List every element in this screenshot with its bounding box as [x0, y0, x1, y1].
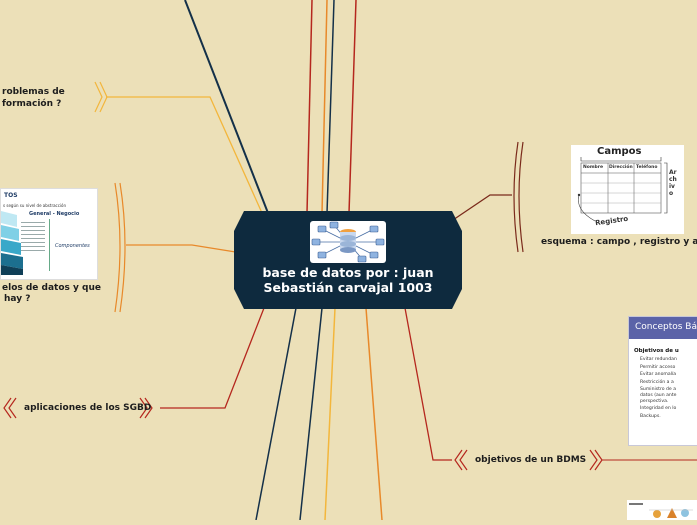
connector-red-top-right	[348, 0, 357, 214]
bottom-thumbnail-graphic	[629, 503, 693, 518]
bracket-aplicaciones-right	[139, 397, 153, 419]
thumbnail-modelos-title: TOS	[4, 192, 18, 199]
conceptos-item: Evitar anomalía	[640, 372, 677, 378]
conceptos-heading: Objetivos de u	[634, 348, 679, 354]
connector-orange-bottom-right	[365, 307, 383, 520]
campos-side-label: Archivo	[669, 169, 677, 197]
conceptos-header-bar	[629, 317, 697, 339]
topic-modelos[interactable]: elos de datos y que hay ?	[2, 283, 101, 305]
connector-navy-bottom-left	[255, 307, 297, 520]
campos-title: Campos	[597, 146, 642, 157]
connector-navy-bottom	[299, 307, 323, 520]
campos-col-2: Dirección	[609, 165, 633, 170]
conceptos-item: datos (aun ante	[640, 392, 677, 398]
connector-orange-bottom	[324, 307, 336, 520]
campos-diagram	[577, 157, 668, 222]
bracket-esquema	[513, 141, 524, 253]
topic-modelos-line-1: elos de datos y que	[2, 283, 101, 293]
layers-graphic	[1, 211, 23, 275]
central-topic[interactable]: base de datos por : juan Sebastián carva…	[234, 211, 462, 309]
connector-navy-top-left	[184, 0, 269, 214]
campos-col-3: Teléfono	[636, 165, 658, 170]
bracket-modelos	[114, 182, 126, 313]
connector-aplicaciones	[160, 307, 265, 409]
central-title-line-2: Sebastián carvajal 1003	[263, 280, 433, 295]
conceptos-item: perspectiva.	[640, 398, 669, 404]
topic-esquema[interactable]: esquema : campo , registro y arch	[541, 237, 697, 247]
connector-modelos	[126, 244, 249, 255]
topic-modelos-line-2: hay ?	[4, 294, 31, 304]
thumbnail-modelos-subtitle: s según su nivel de abstracción	[3, 203, 67, 208]
topic-problemas[interactable]: roblemas de formación ?	[2, 86, 65, 110]
thumbnail-modelos-list	[21, 219, 45, 271]
conceptos-item: Restricción a a	[640, 379, 674, 385]
thumbnail-bottom-right[interactable]	[627, 500, 697, 520]
conceptos-item: Integridad en lo	[640, 406, 677, 412]
bracket-objetivos-right	[589, 449, 603, 471]
conceptos-item: Evitar redundan	[640, 357, 677, 362]
connector-orange-top	[321, 0, 328, 214]
topic-esquema-label: esquema : campo , registro y arch	[541, 237, 697, 247]
central-topic-title: base de datos por : juan Sebastián carva…	[234, 265, 462, 295]
conceptos-item: Backups.	[640, 413, 661, 419]
topic-problemas-line-2: formación ?	[2, 99, 62, 109]
topic-problemas-line-1: roblemas de	[2, 87, 65, 97]
campos-col-1: Nombre	[583, 165, 604, 170]
topic-objetivos[interactable]: objetivos de un BDMS	[475, 455, 586, 465]
topic-aplicaciones[interactable]: aplicaciones de los SGBD	[24, 403, 151, 413]
topic-objetivos-label: objetivos de un BDMS	[475, 455, 587, 465]
thumbnail-campos[interactable]: Campos Nombre Dirección Teléfono Archivo…	[571, 145, 684, 234]
connector-navy-top	[326, 0, 335, 214]
thumbnail-modelos-divider	[49, 219, 50, 271]
thumbnail-modelos-box-title: General - Negocio	[29, 211, 80, 217]
thumbnail-conceptos[interactable]: Conceptos Bá Objetivos de u Evitar redun…	[628, 316, 697, 446]
bracket-problemas	[94, 81, 108, 113]
central-title-line-1: base de datos por : juan	[262, 265, 434, 280]
bracket-objetivos-left	[454, 449, 468, 471]
connector-objetivos	[404, 307, 452, 461]
connector-esquema	[449, 194, 512, 223]
database-network-icon	[310, 221, 386, 263]
connector-problemas	[106, 96, 263, 214]
topic-aplicaciones-label: aplicaciones de los SGBD	[24, 403, 152, 413]
conceptos-item: Permitir acceso	[640, 364, 676, 370]
conceptos-header: Conceptos Bá	[635, 322, 697, 332]
thumbnail-modelos-components: Componentes	[55, 243, 90, 249]
bracket-aplicaciones-left	[3, 397, 17, 419]
conceptos-list: Evitar redundan Permitir acceso Evitar a…	[640, 356, 677, 420]
conceptos-item: Suministro de a	[640, 387, 677, 393]
connector-red-top	[306, 0, 313, 214]
thumbnail-modelos[interactable]: TOS s según su nivel de abstracción Gene…	[0, 188, 98, 280]
